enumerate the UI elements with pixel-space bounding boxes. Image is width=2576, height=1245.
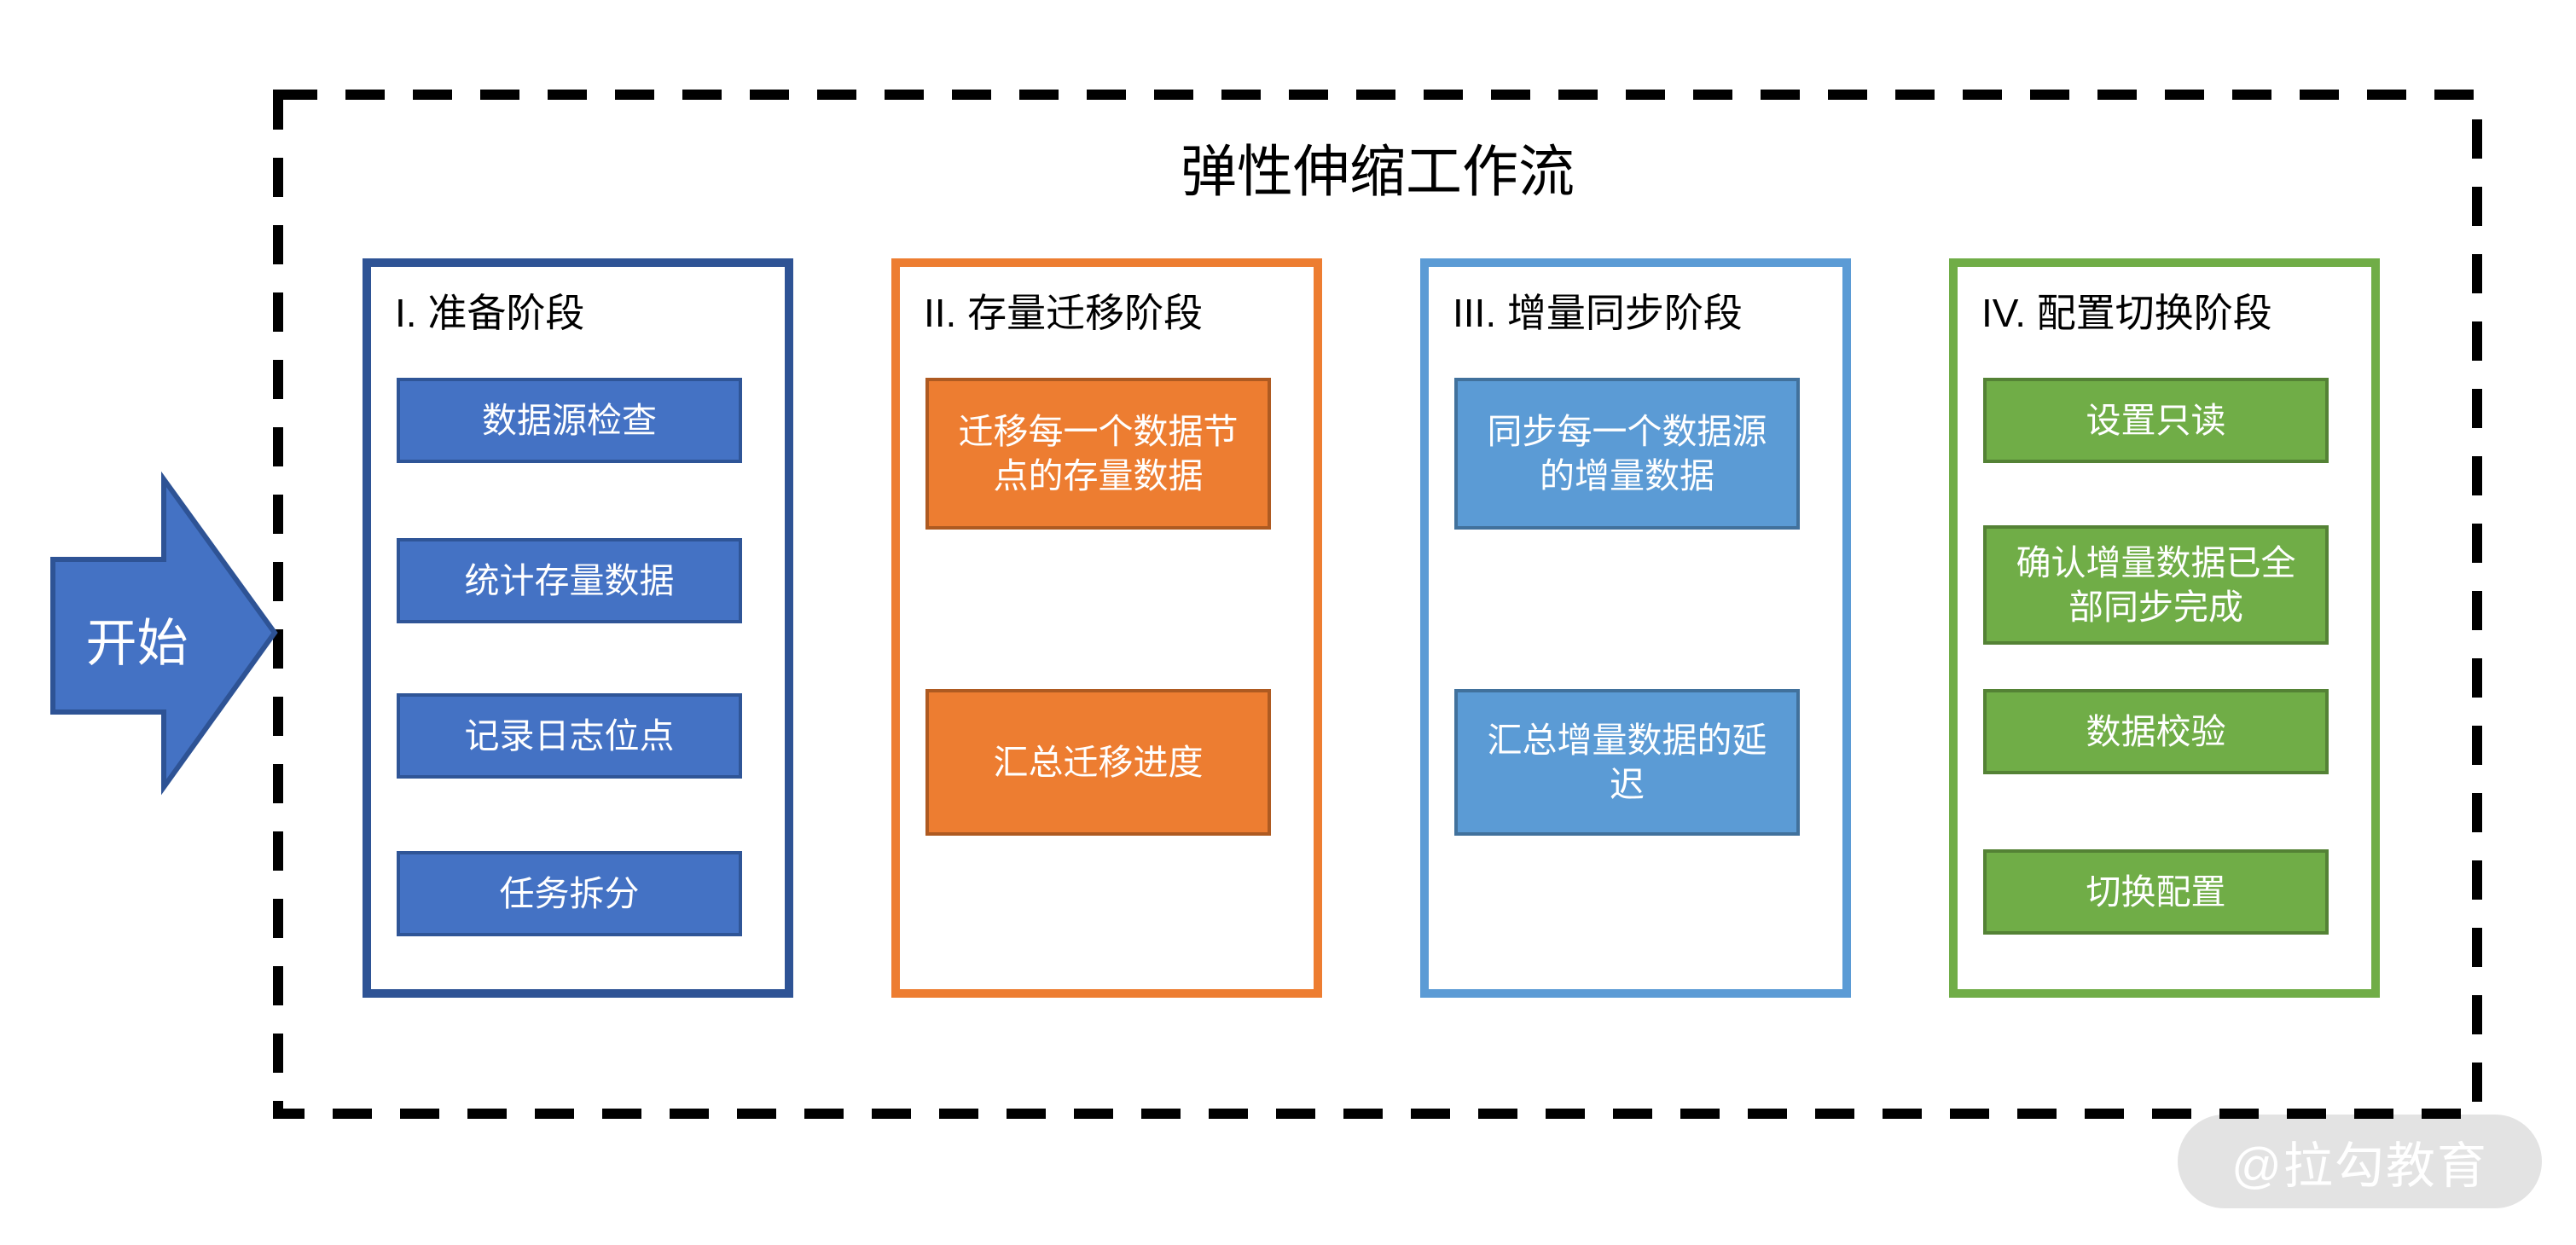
phase-header: III. 增量同步阶段 (1453, 291, 1743, 335)
watermark-text: @拉勾教育 (2231, 1138, 2488, 1194)
task-box: 确认增量数据已全 部同步完成 (1983, 525, 2329, 645)
task-box: 切换配置 (1983, 849, 2329, 935)
phase-panel-preparation: I. 准备阶段 数据源检查统计存量数据记录日志位点任务拆分 (363, 258, 793, 998)
task-box: 汇总增量数据的延 迟 (1454, 689, 1800, 836)
phase-header: II. 存量迁移阶段 (924, 291, 1204, 335)
task-box: 数据校验 (1983, 689, 2329, 774)
phase-header: I. 准备阶段 (395, 291, 585, 335)
phase-panel-full-migration: II. 存量迁移阶段 迁移每一个数据节 点的存量数据汇总迁移进度 (891, 258, 1322, 998)
phase-header: IV. 配置切换阶段 (1981, 291, 2272, 335)
start-arrow-label: 开始 (85, 615, 189, 672)
diagram-title: 弹性伸缩工作流 (1181, 140, 1575, 203)
phase-panel-config-switch: IV. 配置切换阶段 设置只读确认增量数据已全 部同步完成数据校验切换配置 (1949, 258, 2380, 998)
task-box: 汇总迁移进度 (925, 689, 1271, 836)
phase-panel-incremental-sync: III. 增量同步阶段 同步每一个数据源 的增量数据汇总增量数据的延 迟 (1420, 258, 1851, 998)
task-box: 任务拆分 (397, 851, 742, 936)
task-box: 迁移每一个数据节 点的存量数据 (925, 378, 1271, 530)
watermark-badge: @拉勾教育 (2178, 1115, 2542, 1208)
task-box: 记录日志位点 (397, 693, 742, 779)
task-box: 数据源检查 (397, 378, 742, 463)
task-box: 统计存量数据 (397, 538, 742, 623)
task-box: 设置只读 (1983, 378, 2329, 463)
task-box: 同步每一个数据源 的增量数据 (1454, 378, 1800, 530)
